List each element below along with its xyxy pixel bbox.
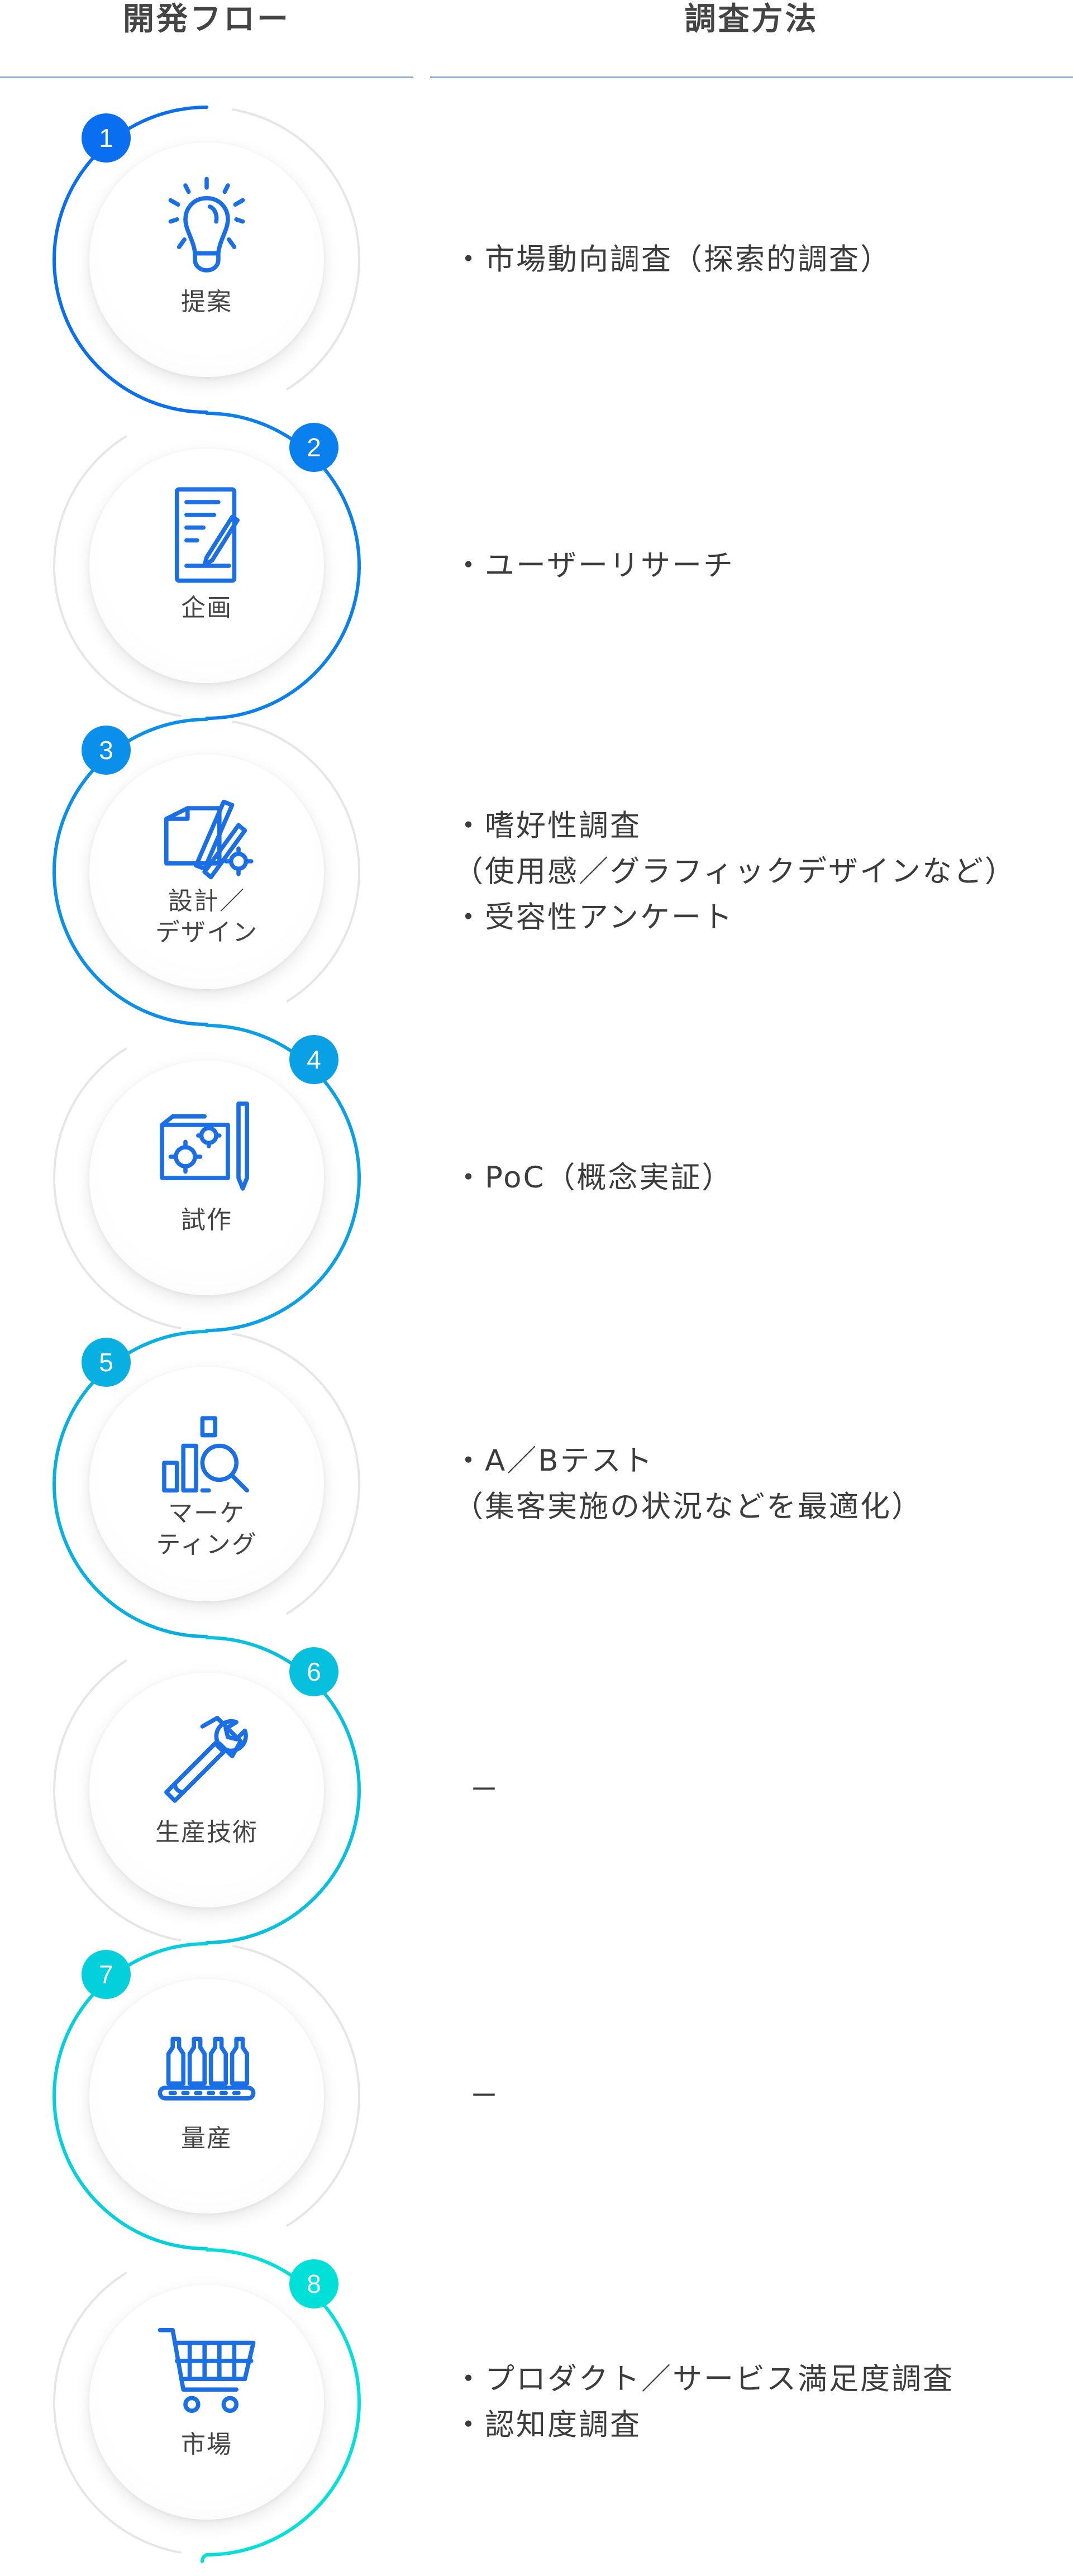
bottles-conveyor-icon [154, 2011, 260, 2117]
design-tools-icon [154, 787, 260, 893]
method-item: ・認知度調査 [454, 2408, 641, 2442]
step-7-circle: 量産 [89, 1979, 324, 2214]
step-label: 設計／ デザイン [89, 886, 324, 948]
step-number-badge: 3 [82, 726, 131, 775]
flow-arc [205, 2248, 361, 2556]
flow-arc [205, 1024, 361, 1332]
flow-arc [205, 1636, 361, 1944]
ring-track [232, 1945, 360, 2227]
flow-column-title: 開発フロー [123, 1, 290, 37]
step-number-badge: 1 [82, 113, 131, 163]
step-number-badge: 6 [289, 1647, 338, 1696]
step-4-methods: ・PoC（概念実証） [454, 1155, 733, 1201]
step-label-line: ティング [156, 1530, 257, 1559]
step-3-circle: 設計／ デザイン [89, 755, 324, 989]
step-label: 市場 [89, 2429, 324, 2460]
ring-track [232, 1333, 360, 1615]
ring-track [53, 2272, 182, 2554]
step-2-methods: ・ユーザーリサーチ [454, 543, 735, 589]
step-label-line: 提案 [181, 288, 232, 316]
step-number-badge: 7 [82, 1950, 131, 1999]
step-label: 提案 [89, 287, 324, 318]
flow-arc [205, 412, 361, 720]
hammer-wrench-icon [154, 1705, 260, 1811]
method-item: ・ユーザーリサーチ [454, 548, 735, 583]
step-label-line: 企画 [181, 594, 232, 622]
method-item: ・A／Bテスト [454, 1444, 654, 1478]
step-label: マーケティング [89, 1498, 324, 1561]
method-header-divider [430, 77, 1073, 78]
step-5-circle: マーケティング [89, 1367, 324, 1601]
ring-track [232, 108, 360, 390]
step-label: 量産 [89, 2123, 324, 2154]
flow-arc [53, 1942, 208, 2250]
step-label-line: マーケ [168, 1499, 245, 1528]
step-label-line: 試作 [181, 1206, 232, 1234]
step-label-line: デザイン [155, 918, 258, 947]
method-item: ・嗜好性調査 [454, 809, 641, 843]
step-5-methods: ・A／Bテスト （集客実施の状況などを最適化） [454, 1438, 923, 1530]
step-label-line: 設計／ [168, 887, 245, 915]
step-number-badge: 8 [289, 2259, 338, 2308]
step-1-circle: 提案 [89, 142, 324, 377]
step-label-line: 市場 [181, 2430, 232, 2459]
step-7-methods: － [454, 2073, 500, 2119]
step-6-methods: － [454, 1767, 500, 1813]
method-item: ・プロダクト／サービス満足度調査 [454, 2362, 954, 2396]
method-item: ・PoC（概念実証） [454, 1161, 733, 1195]
shopping-cart-icon [154, 2317, 260, 2424]
flow-arc [53, 1330, 208, 1638]
ring-track [53, 1047, 182, 1329]
step-label-line: 生産技術 [155, 1818, 258, 1847]
chart-magnifier-icon [154, 1399, 260, 1505]
step-8-circle: 市場 [89, 2285, 324, 2520]
flow-path [53, 106, 361, 2563]
method-item: ・市場動向調査（探索的調査） [454, 242, 891, 276]
method-item: ・受容性アンケート [454, 900, 734, 934]
method-item: － [469, 2079, 500, 2113]
prototype-gears-icon [154, 1093, 260, 1199]
step-number-badge: 2 [289, 423, 338, 472]
step-label: 企画 [89, 593, 324, 624]
step-label-line: 量産 [181, 2124, 232, 2153]
lightbulb-icon [154, 175, 260, 281]
step-3-methods: ・嗜好性調査 （使用感／グラフィックデザインなど） ・受容性アンケート [454, 803, 1016, 941]
flow-arc [53, 718, 208, 1026]
step-number-badge: 5 [82, 1338, 131, 1387]
ring-track [232, 721, 360, 1003]
method-item: （使用感／グラフィックデザインなど） [454, 855, 1016, 889]
flow-header-divider [0, 77, 413, 78]
step-number-badge: 4 [289, 1035, 338, 1084]
step-2-circle: 企画 [89, 449, 324, 683]
flow-arc-tail [201, 2553, 208, 2563]
step-4-circle: 試作 [89, 1061, 324, 1295]
step-6-circle: 生産技術 [89, 1673, 324, 1907]
method-column-title: 調査方法 [684, 1, 819, 37]
method-item: （集客実施の状況などを最適化） [454, 1490, 923, 1524]
document-pen-icon [154, 481, 260, 587]
step-label: 試作 [89, 1205, 324, 1236]
flow-arc [53, 106, 208, 414]
step-8-methods: ・プロダクト／サービス満足度調査・認知度調査 [454, 2356, 954, 2448]
method-item: － [469, 1773, 500, 1807]
ring-track [53, 1659, 182, 1941]
step-1-methods: ・市場動向調査（探索的調査） [454, 237, 891, 283]
ring-track [53, 435, 182, 717]
step-label: 生産技術 [89, 1817, 324, 1848]
